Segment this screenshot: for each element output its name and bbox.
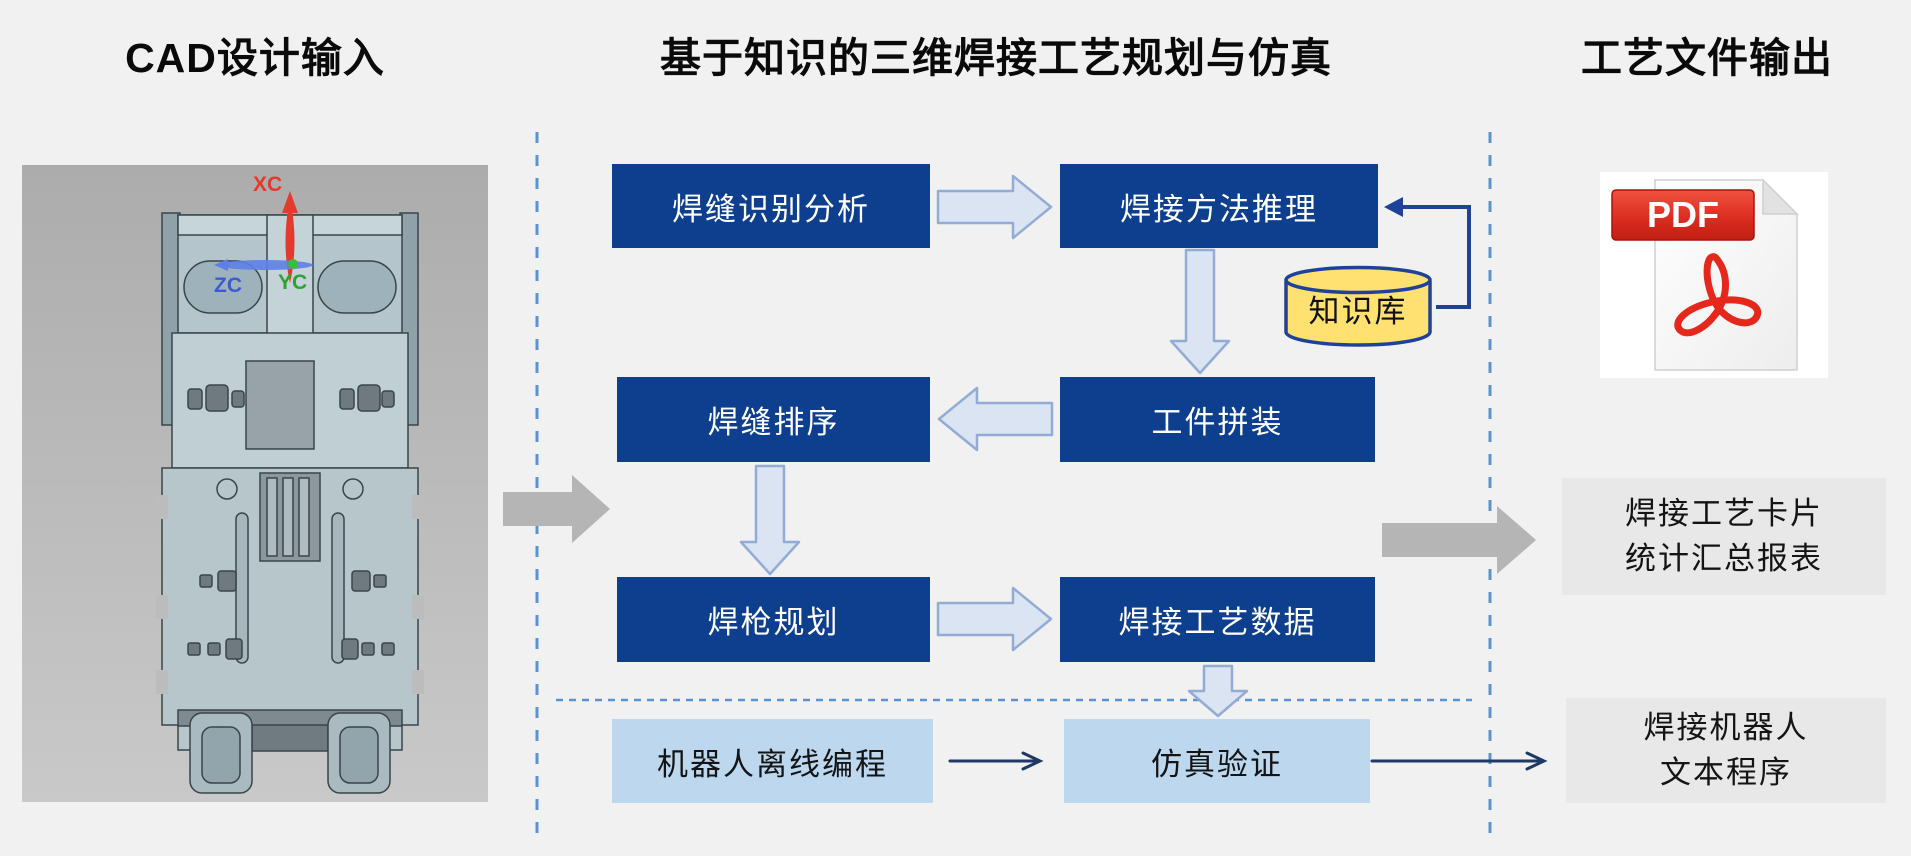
arrow-down-reasoning-to-assembly-icon — [1169, 248, 1231, 375]
flow-box-method-reasoning-label: 焊接方法推理 — [1120, 191, 1318, 227]
pdf-file-icon: PDF — [1600, 172, 1828, 378]
arrow-left-assembly-to-sequencing-icon — [937, 386, 1054, 452]
knowledge-base-cylinder: 知识库 — [1282, 264, 1434, 350]
gray-input-arrow-icon — [503, 475, 610, 543]
flow-box-part-assembly: 工件拼装 — [1060, 377, 1375, 462]
arrow-simulation-to-robotprogram-head-icon — [1525, 751, 1548, 771]
flow-box-process-data: 焊接工艺数据 — [1060, 577, 1375, 662]
arrow-offline-to-simulation-head-icon — [1021, 751, 1044, 771]
knowledge-feedback-arrowhead-icon — [1384, 197, 1403, 217]
cad-axes: XC ZC YC — [214, 173, 313, 297]
axis-x-label: XC — [253, 173, 282, 196]
axis-y-label: YC — [278, 271, 307, 294]
axis-y-dot-icon — [288, 259, 298, 269]
arrow-down-processdata-to-simulation-icon — [1187, 664, 1249, 718]
cylinder-body-icon — [1284, 281, 1432, 347]
flow-box-seam-recognition: 焊缝识别分析 — [612, 164, 930, 248]
flow-box-process-data-label: 焊接工艺数据 — [1118, 605, 1317, 640]
pdf-page-fold-icon — [1762, 178, 1799, 215]
section-title-planning-simulation: 基于知识的三维焊接工艺规划与仿真 — [660, 35, 1332, 81]
flow-box-seam-sequencing-label: 焊缝排序 — [707, 405, 840, 440]
output-process-cards-line1: 焊接工艺卡片 — [1625, 496, 1823, 532]
arrow-right-recognition-to-reasoning-icon — [936, 174, 1053, 240]
section-title-cad-input: CAD设计输入 — [125, 35, 385, 81]
output-box-process-cards: 焊接工艺卡片 统计汇总报表 — [1562, 478, 1886, 595]
output-process-cards-line2: 统计汇总报表 — [1625, 540, 1823, 576]
flow-box-seam-recognition-label: 焊缝识别分析 — [672, 191, 870, 227]
axis-z-label: ZC — [214, 274, 242, 297]
flow-box-simulation-label: 仿真验证 — [1151, 746, 1283, 782]
flow-box-method-reasoning: 焊接方法推理 — [1060, 164, 1378, 248]
cylinder-top-icon — [1284, 265, 1432, 295]
flow-box-offline-programming: 机器人离线编程 — [612, 719, 933, 803]
flow-box-torch-planning-label: 焊枪规划 — [707, 605, 840, 640]
flow-box-offline-programming-label: 机器人离线编程 — [657, 746, 888, 782]
pdf-banner-label: PDF — [1647, 194, 1719, 235]
arrow-down-sequencing-to-torch-icon — [739, 464, 801, 576]
knowledge-base-label: 知识库 — [1308, 294, 1408, 329]
flow-box-simulation: 仿真验证 — [1064, 719, 1370, 803]
cad-model-image: XC ZC YC — [22, 165, 488, 802]
flow-box-part-assembly-label: 工件拼装 — [1151, 405, 1284, 440]
output-robot-program-line2: 文本程序 — [1660, 754, 1792, 790]
output-robot-program-line1: 焊接机器人 — [1643, 710, 1809, 746]
output-box-robot-program: 焊接机器人 文本程序 — [1566, 698, 1886, 803]
flow-box-torch-planning: 焊枪规划 — [617, 577, 930, 662]
cad-machine-part — [156, 212, 424, 794]
section-title-output: 工艺文件输出 — [1581, 35, 1833, 81]
pdf-banner — [1611, 189, 1755, 241]
gray-output-arrow-icon — [1382, 506, 1536, 574]
arrow-right-torch-to-processdata-icon — [936, 586, 1053, 652]
pdf-swoosh-icon — [1674, 253, 1762, 337]
flow-box-seam-sequencing: 焊缝排序 — [617, 377, 930, 462]
axis-z-arrow-icon — [217, 260, 313, 270]
